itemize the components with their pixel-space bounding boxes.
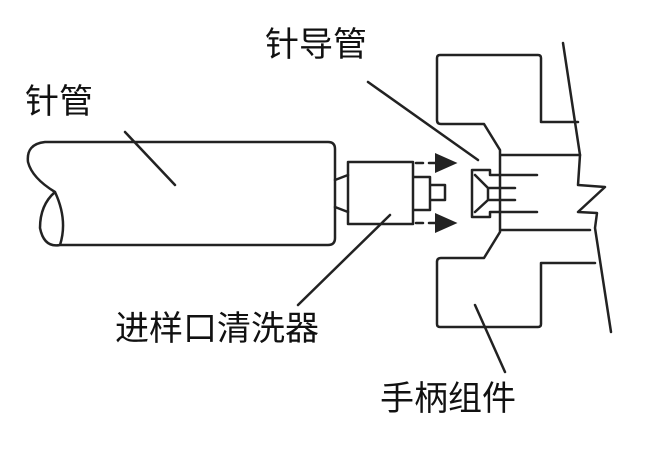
label-needle-guide: 针导管 <box>265 25 367 65</box>
leader-handle-assembly <box>473 303 507 374</box>
leader-inlet-cleaner <box>296 213 392 307</box>
tube-connector <box>333 173 350 214</box>
leader-needle-guide <box>366 80 480 162</box>
label-needle-tube: 针管 <box>25 82 93 122</box>
inlet-cleaner-shape <box>346 160 447 226</box>
handle-assembly-shape <box>435 53 597 329</box>
break-line <box>561 41 613 334</box>
label-handle-assembly: 手柄组件 <box>380 379 516 419</box>
label-inlet-cleaner: 进样口清洗器 <box>115 309 319 349</box>
needle-tube-shape <box>26 140 337 247</box>
leader-needle-tube <box>123 130 177 187</box>
needle-guide-shape <box>470 168 539 219</box>
